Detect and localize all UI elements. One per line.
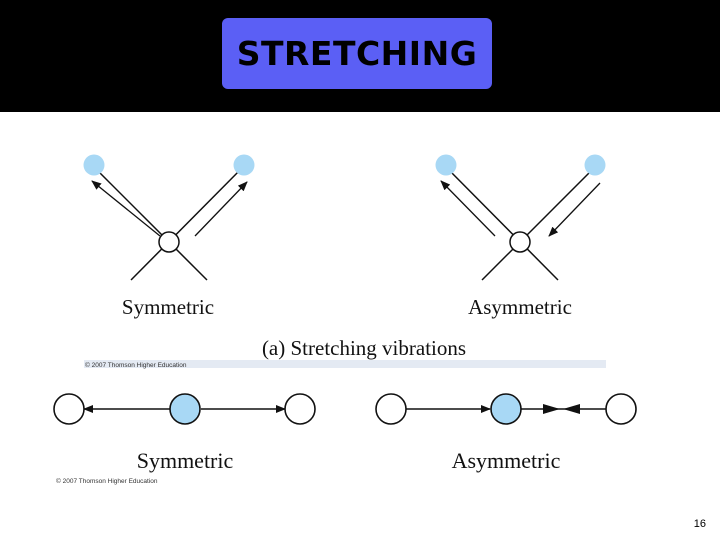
bond-line (444, 165, 559, 281)
bond-line (481, 165, 597, 281)
center-atom (158, 231, 180, 253)
bond-line (130, 165, 245, 281)
header-band: STRETCHING (0, 0, 720, 112)
center-atom (509, 231, 531, 253)
motion-arrow (440, 180, 496, 237)
label-symmetric-a: Symmetric (122, 295, 214, 319)
slide-title: STRETCHING (236, 34, 478, 73)
credit-text-b: © 2007 Thomson Higher Education (56, 477, 158, 485)
outer-atom (83, 154, 105, 176)
credit-band (84, 360, 606, 368)
bond-line (92, 165, 208, 281)
linear-asymmetric-molecule (375, 393, 637, 425)
outer-atom (435, 154, 457, 176)
credit-text-a: © 2007 Thomson Higher Education (85, 361, 187, 369)
outer-atom (584, 154, 606, 176)
linear-symmetric-molecule (53, 393, 316, 425)
title-box: STRETCHING (222, 18, 492, 89)
end-atom (53, 393, 85, 425)
arrowhead-left (563, 404, 580, 414)
center-atom (490, 393, 522, 425)
outer-atom (233, 154, 255, 176)
motion-arrow (194, 181, 248, 237)
label-symmetric-b: Symmetric (137, 448, 234, 473)
label-asymmetric-a: Asymmetric (468, 295, 572, 319)
motion-arrow (91, 180, 161, 237)
center-atom (169, 393, 201, 425)
bent-asymmetric-molecule (435, 154, 606, 281)
page-number: 16 (693, 518, 706, 530)
end-atom (375, 393, 407, 425)
label-asymmetric-b: Asymmetric (452, 448, 561, 473)
end-atom (284, 393, 316, 425)
end-atom (605, 393, 637, 425)
caption-stretching-vibrations: (a) Stretching vibrations (262, 336, 466, 360)
arrowhead-right (543, 404, 560, 414)
stretching-diagram: Symmetric Asymmetric (a) Stretching vibr… (53, 154, 637, 485)
bent-symmetric-molecule (83, 154, 255, 281)
motion-arrow (548, 182, 601, 237)
